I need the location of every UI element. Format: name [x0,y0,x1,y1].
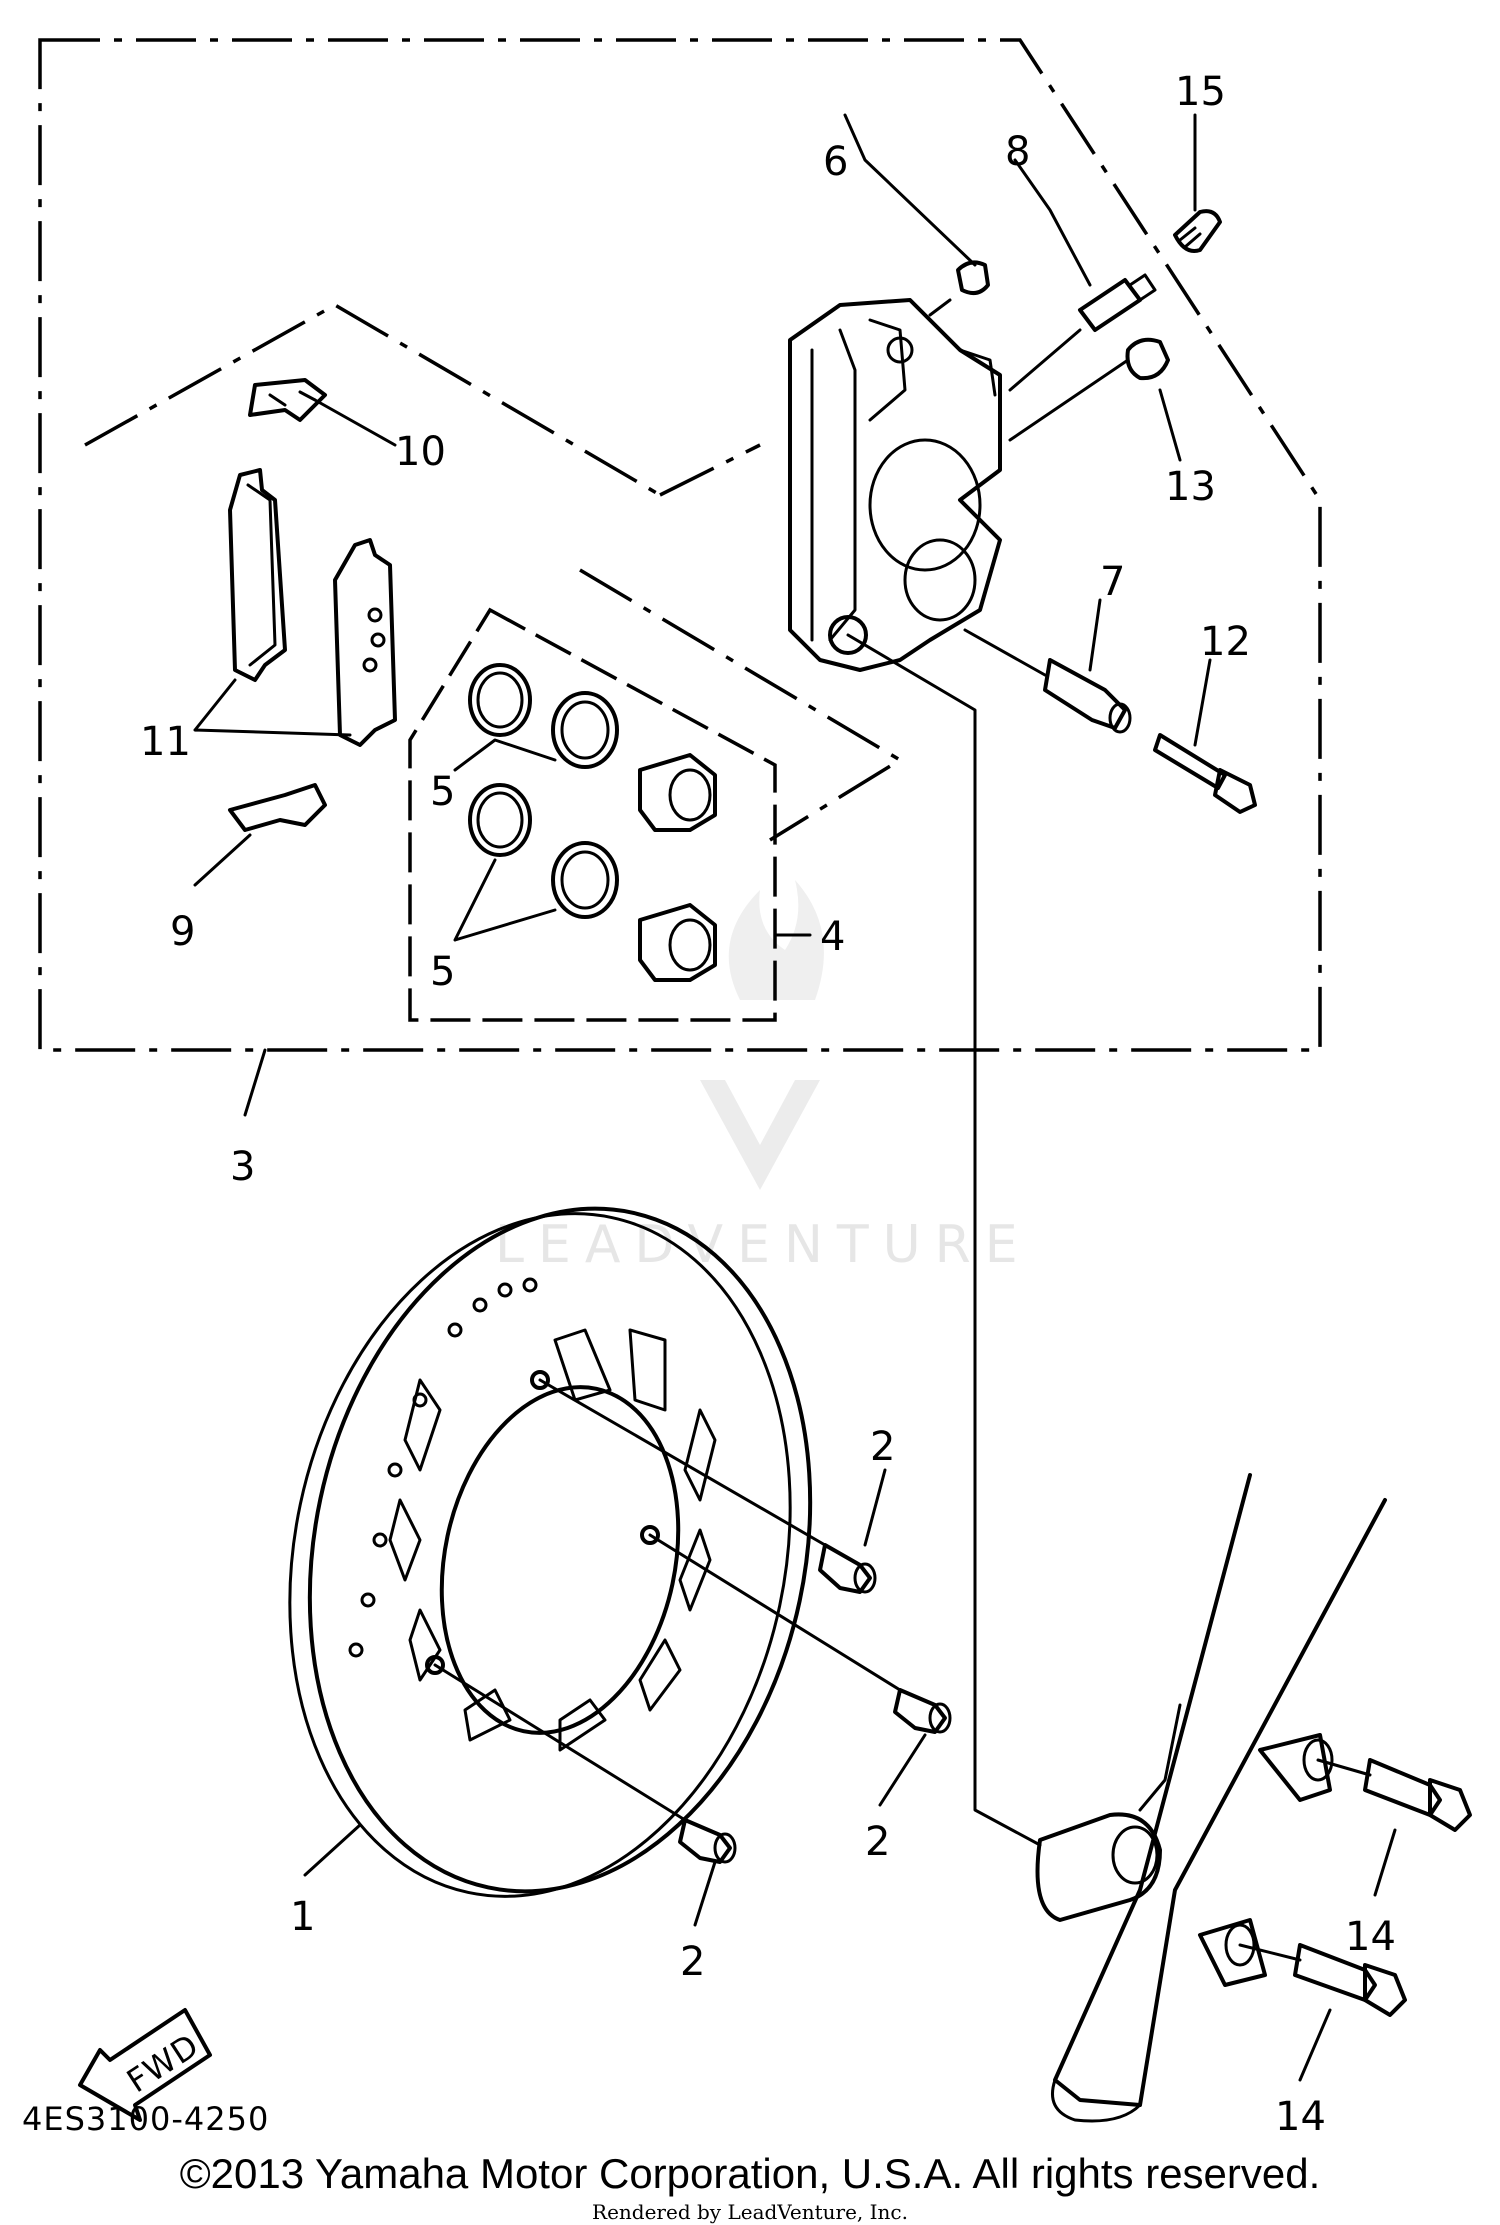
front-fork-leg [1035,1473,1387,2123]
bolt-leader-lower [1238,1943,1302,1962]
callout-4: 4 [820,914,845,960]
leader-line-2a [863,1468,887,1547]
leader-line-9 [193,833,252,887]
pistons [638,753,717,982]
mount-leader [846,633,1042,1847]
callout-5-upper: 5 [430,769,455,815]
mount-bolt-lower [1293,1943,1407,2017]
callout-9: 9 [170,909,195,955]
leadventure-watermark: LEADVENTURE [495,880,1032,1275]
brake-pad-right [333,538,397,747]
callout-2-upper: 2 [870,1424,895,1470]
watermark-text: LEADVENTURE [495,1215,1032,1275]
disc-screw-2 [893,1688,952,1734]
kit-link-line [579,568,904,842]
leader-line-14a [1373,1828,1397,1897]
caliper-bolt-cap [956,260,990,296]
leader-line-10 [313,398,397,447]
callout-15: 15 [1175,69,1226,115]
seal-kit-boundary [408,607,777,1022]
pad-spring-bottom [228,783,327,832]
callout-11: 11 [140,719,191,765]
callout-10: 10 [395,429,446,475]
pad-spring-top [248,378,327,422]
leader-6 [928,298,952,317]
leader-line-14b [1298,2008,1332,2082]
callout-14-lower: 14 [1275,2094,1326,2140]
callout-13: 13 [1165,464,1216,510]
callout-3: 3 [230,1144,255,1190]
leader-line-2b [878,1733,927,1807]
rendered-by-credit: Rendered by LeadVenture, Inc. [592,2200,908,2224]
callout-2-lower: 2 [680,1939,705,1985]
callout-14-upper: 14 [1345,1914,1396,1960]
pad-group-link [659,443,761,497]
mount-bolt-upper [1363,1758,1472,1832]
leader-line-5a [453,738,557,772]
leader-line-12 [1193,658,1212,747]
leader-line-6 [843,113,977,267]
leader-line-1 [303,1823,362,1877]
screw-leader-1 [538,1378,827,1547]
callout-5-lower: 5 [430,949,455,995]
callout-8: 8 [1005,129,1030,175]
callout-1: 1 [290,1894,315,1940]
leader-line-8 [1013,158,1092,287]
pad-group-outline [84,302,661,497]
callout-2-middle: 2 [865,1819,890,1865]
callout-7: 7 [1100,559,1125,605]
leader-13 [1008,358,1130,442]
brake-caliper [788,298,1002,672]
callout-6: 6 [823,139,848,185]
callout-12: 12 [1200,619,1251,665]
bleed-screw [1078,273,1157,332]
leader-7 [963,628,1047,677]
leader-line-3 [243,1048,267,1117]
leader-line-13 [1158,388,1182,462]
leader-line-7 [1088,598,1102,672]
brake-pad-left [228,468,287,682]
caliper-assembly-boundary [38,38,1322,1052]
screw-leader-3 [433,1663,687,1822]
copyright-notice: ©2013 Yamaha Motor Corporation, U.S.A. A… [179,2150,1321,2197]
screw-leader-2 [648,1533,902,1692]
brake-disc [288,1206,813,1898]
piston-seals [468,663,619,919]
bolt-leader-upper [1316,1758,1372,1777]
bleed-cap [1173,209,1222,253]
caliper-pin [1043,658,1132,734]
leader-line-2c [693,1860,717,1927]
disc-screw-1 [818,1543,877,1594]
caliper-bolt [1153,733,1257,814]
disc-screw-3 [678,1818,737,1864]
pin-plug [1125,337,1170,381]
leader-8 [1008,328,1082,392]
fwd-label: FWD [120,2026,206,2100]
leader-line-11 [193,678,352,737]
diagram-code: 4ES3100-4250 [22,2100,269,2138]
leader-line-5b [453,858,557,942]
